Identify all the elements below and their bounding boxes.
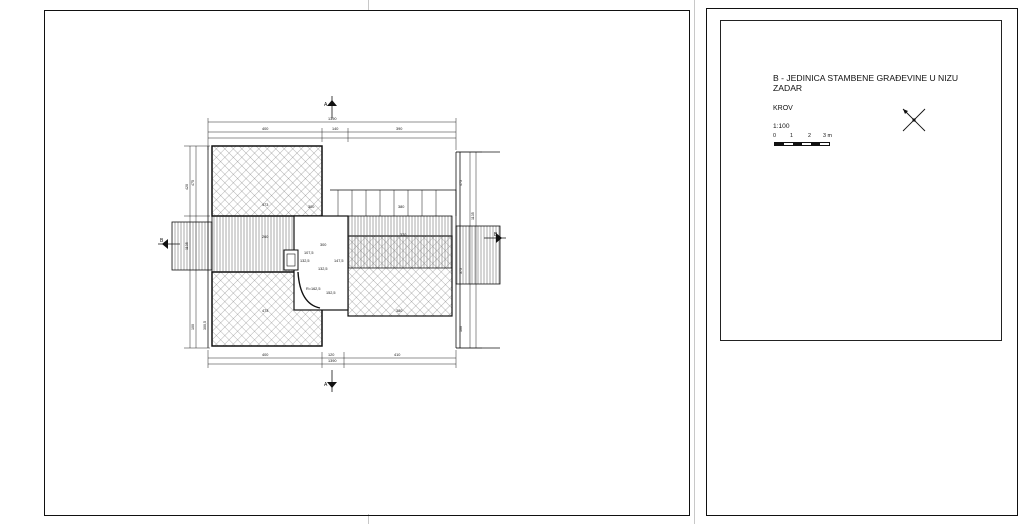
- scalebar-tick-label: 2: [808, 133, 811, 139]
- dim-label: 100: [459, 326, 463, 332]
- dim-label: 420: [185, 184, 189, 190]
- dim-label: 400: [262, 127, 268, 131]
- pergola-right: [347, 215, 453, 269]
- dimension-lines-bottom: [207, 350, 457, 368]
- dim-label: 1390: [328, 117, 336, 121]
- section-marker-b-left: B: [158, 238, 180, 249]
- dim-label: 300: [320, 243, 326, 247]
- sheet-guide-line: [368, 514, 369, 524]
- terrace-right: [455, 225, 501, 285]
- project-title-line1: B - JEDINICA STAMBENE GRAĐEVINE U NIZU: [773, 73, 959, 83]
- drawing-frame: [44, 10, 690, 516]
- project-title-line2: ZADAR: [773, 83, 803, 93]
- roof-area-top-left: [211, 145, 323, 217]
- section-label: B: [160, 238, 164, 244]
- dim-label: 1390: [328, 359, 336, 363]
- dim-label: R=162,5: [306, 287, 320, 291]
- dim-label: 132,5: [318, 267, 328, 271]
- dim-label: 475: [191, 180, 195, 186]
- sheet-name: KROV: [773, 105, 793, 112]
- dim-label: 152,5: [326, 291, 336, 295]
- dim-label: 390: [396, 127, 402, 131]
- dim-label: 410: [394, 353, 400, 357]
- dimension-lines-top: [207, 118, 457, 150]
- dim-label: 370: [400, 233, 406, 237]
- dim-label: 107,5: [304, 251, 314, 255]
- pergola-posts: [337, 190, 437, 216]
- dim-label: 475: [459, 180, 463, 186]
- scalebar-tick-label: 1: [790, 133, 793, 139]
- dim-label: 132,5: [300, 259, 310, 263]
- dim-label: 260: [262, 235, 268, 239]
- roof-plan-drawing: A A B B 1390 400 140 390 400 120 410 139…: [158, 96, 506, 392]
- title-sheet: [700, 0, 1024, 524]
- dim-label: 380: [398, 205, 404, 209]
- section-label: B: [494, 232, 498, 238]
- project-title: B - JEDINICA STAMBENE GRAĐEVINE U NIZU Z…: [773, 73, 958, 93]
- scale-bar: [774, 142, 830, 146]
- dim-label: 100: [191, 324, 195, 330]
- section-marker-b-right: B: [484, 232, 506, 243]
- scale-label: 1:100: [773, 123, 790, 130]
- sheet-guide-line: [368, 0, 369, 10]
- chimney: [283, 249, 299, 271]
- title-sheet-frame: [706, 8, 1018, 516]
- sheet-guide-line: [694, 0, 695, 524]
- dim-label: 300,5: [203, 321, 207, 330]
- scalebar-tick-label: 0: [773, 133, 776, 139]
- dim-label: 120: [328, 353, 334, 357]
- dim-label: 473: [262, 203, 268, 207]
- section-label: A: [324, 382, 328, 388]
- dim-label: 1135: [185, 242, 189, 250]
- terrace-left: [171, 221, 213, 271]
- section-marker-a-top: A: [324, 96, 337, 118]
- spiral-stair-arc: [297, 271, 321, 309]
- parapet-lines: [207, 146, 500, 349]
- drawing-sheet: A A B B 1390 400 140 390 400 120 410 139…: [44, 0, 695, 524]
- dim-label: 400: [262, 353, 268, 357]
- stair-core: [293, 215, 349, 311]
- section-label: A: [324, 102, 328, 108]
- north-arrow-icon: [902, 108, 926, 132]
- scalebar-tick-label: 3 m: [823, 133, 832, 139]
- section-marker-a-bottom: A: [324, 370, 337, 392]
- dim-label: 473: [262, 309, 268, 313]
- dim-label: 375: [459, 268, 463, 274]
- dim-label: 300: [308, 205, 314, 209]
- pergola-left: [211, 215, 295, 273]
- title-block: B - JEDINICA STAMBENE GRAĐEVINE U NIZU Z…: [720, 20, 1002, 341]
- dim-label: 140: [332, 127, 338, 131]
- dim-label: 147,5: [334, 259, 344, 263]
- dim-label: 380: [396, 309, 402, 313]
- dim-label: 1135: [471, 212, 475, 220]
